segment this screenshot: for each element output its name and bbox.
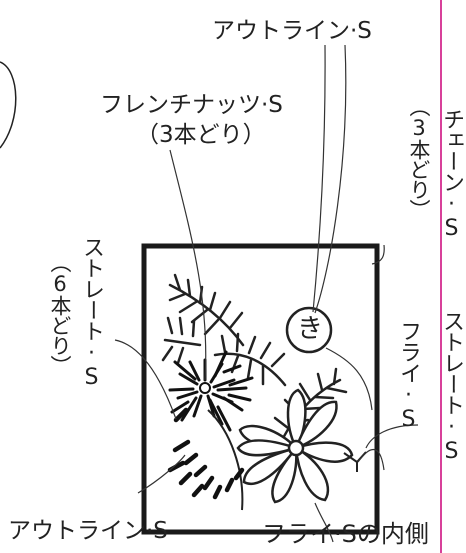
label-straight-left: ストレート·S (79, 236, 104, 389)
pine-branch-upper-right (213, 332, 287, 387)
cosmos-flower (236, 388, 354, 504)
card-frame (141, 243, 380, 535)
label-chain: チェーン·S (439, 108, 464, 240)
label-fly-inside: フライ·Sの内側 (262, 520, 429, 548)
label-fly-right: フライ·S (396, 320, 421, 431)
fly-stitch-inside (343, 451, 367, 472)
partial-outline-left (0, 61, 17, 149)
pine-branch-left (161, 316, 202, 365)
label-french-knots: フレンチナッツ·S (100, 92, 283, 118)
stem-outline (207, 409, 244, 511)
label-outline-bottom: アウトライン·S (8, 518, 168, 544)
kana-circle (285, 306, 333, 354)
leader-lines (114, 44, 419, 543)
kana-mark: き (297, 314, 324, 344)
label-french-knots-note: （3本どり） (136, 122, 266, 148)
french-knot-cluster (168, 350, 254, 432)
label-chain-note: （3本どり） (407, 96, 431, 219)
straight-stitches (167, 407, 245, 500)
label-outline-top: アウトライン·S (212, 18, 372, 44)
label-straight-left-note: （6本どり） (48, 252, 72, 375)
label-straight-right: ストレート·S (439, 310, 464, 463)
